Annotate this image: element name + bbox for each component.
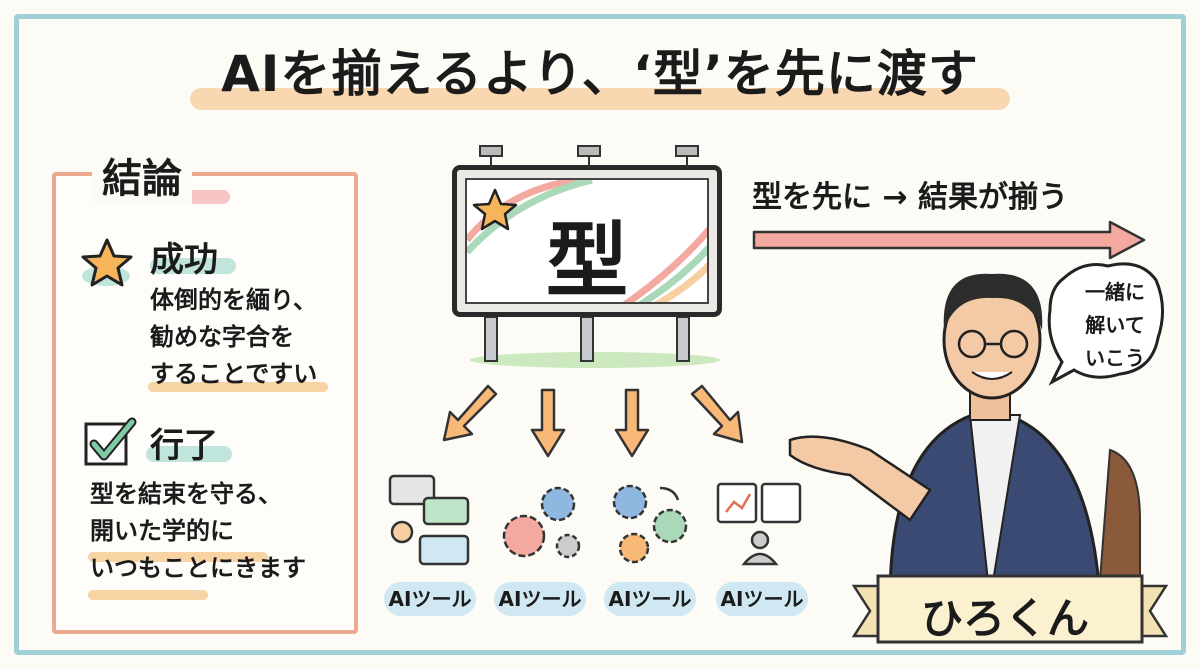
conclusion-heading: 結論	[92, 146, 192, 204]
title-highlight	[190, 88, 1010, 110]
right-arrow-icon	[752, 220, 1146, 260]
grass	[470, 352, 720, 368]
done-heading: 行了	[150, 426, 218, 466]
done-underline-1	[88, 552, 268, 562]
flow-text: 型を先に → 結果が揃う	[752, 180, 1069, 215]
success-heading: 成功	[150, 240, 218, 280]
star-icon	[472, 188, 518, 231]
done-body: 型を結束を守る、 開いた学的に いつもことにきます	[90, 480, 306, 582]
presenter-name: ひろくん	[920, 594, 1089, 643]
name-ribbon	[851, 574, 1169, 644]
billboard-text: 型	[545, 214, 628, 304]
down-arrow-icon	[530, 388, 566, 458]
down-arrows	[442, 384, 744, 458]
star-icon	[81, 238, 133, 287]
tool-label: AIツール	[716, 582, 808, 616]
speech-bubble	[1047, 262, 1164, 386]
tool-label: AIツール	[384, 582, 476, 616]
billboard-lamps	[479, 145, 699, 168]
billboard-stripes	[467, 180, 707, 302]
done-underline-2	[88, 590, 208, 600]
dashboard-user-icon	[716, 482, 802, 566]
page-frame	[14, 14, 1186, 655]
success-body: 体倒的を緬り、 勧めな字合を することですい	[150, 286, 318, 388]
billboard-post	[676, 316, 690, 362]
billboard: 型	[452, 165, 722, 317]
gears-cycle-icon	[612, 484, 688, 564]
page-title: AIを揃えるより、‘型’を先に渡す	[221, 45, 979, 103]
checkbox-check-icon	[84, 417, 137, 466]
success-underline	[148, 382, 328, 392]
billboard-post	[484, 316, 498, 362]
done-highlight	[146, 446, 232, 462]
tool-label: AIツール	[494, 582, 586, 616]
success-highlight	[150, 258, 236, 274]
tool-label: AIツール	[604, 582, 696, 616]
down-arrow-icon	[690, 384, 744, 444]
down-arrow-icon	[442, 384, 498, 442]
billboard-post	[580, 316, 594, 362]
chat-bubbles-icon	[388, 474, 470, 566]
gears-icon	[502, 486, 581, 559]
presenter-illustration	[788, 273, 1141, 600]
down-arrow-icon	[614, 388, 650, 458]
speech-bubble-text: 一緒に 解いて いこう	[1085, 280, 1145, 370]
